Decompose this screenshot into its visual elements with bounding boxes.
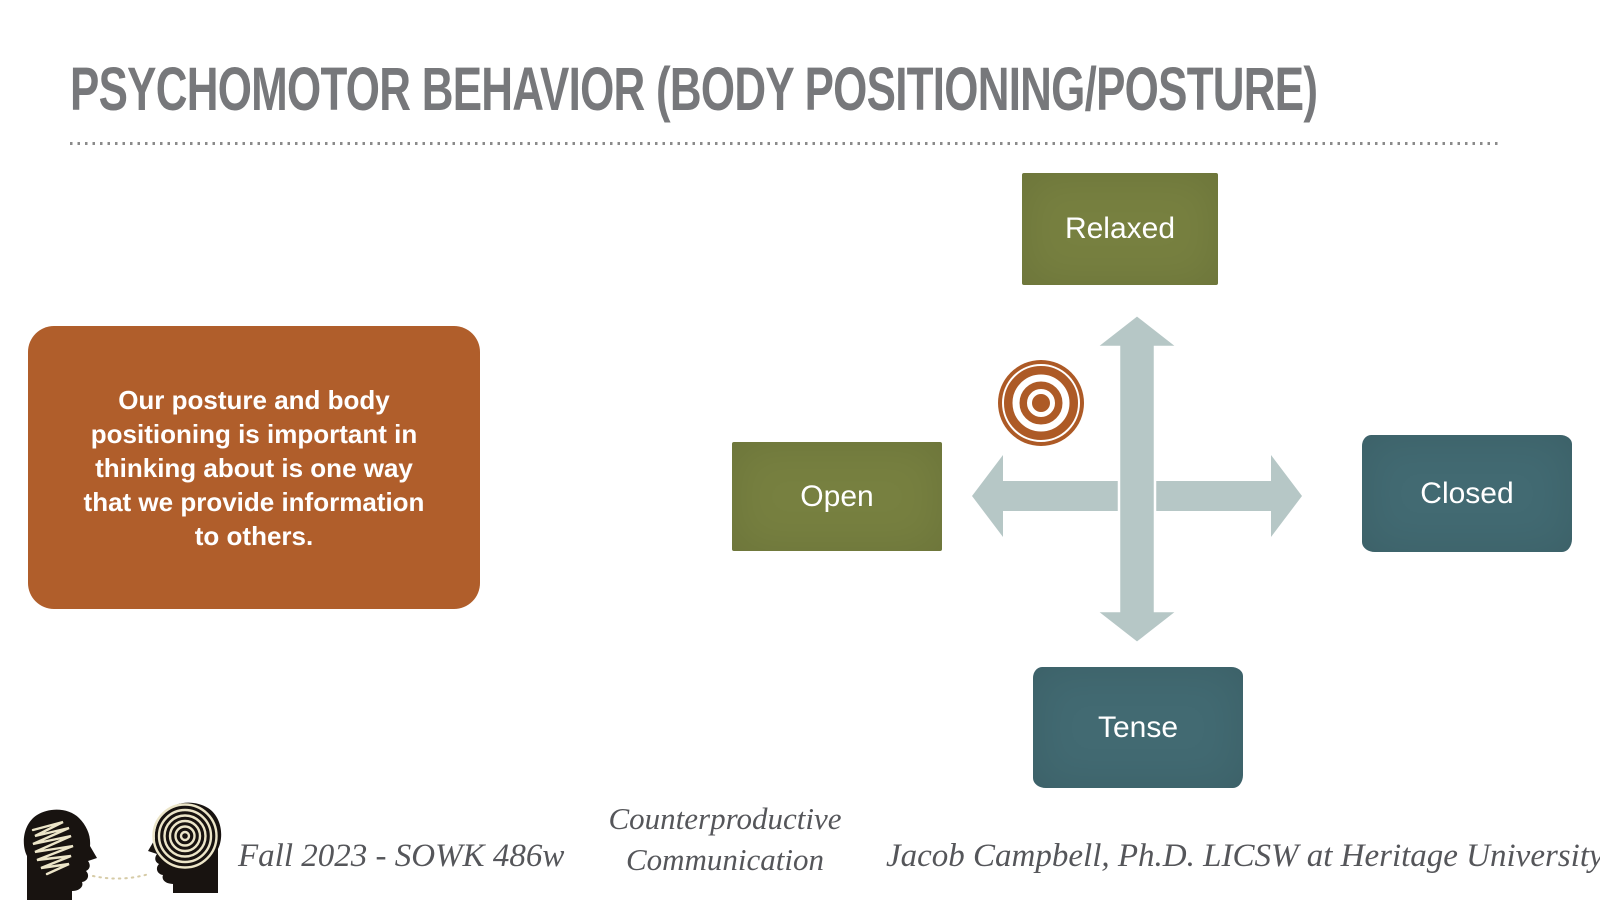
slide-title: PSYCHOMOTOR BEHAVIOR (BODY POSITIONING/P… <box>70 55 1318 123</box>
box-closed-label: Closed <box>1420 476 1514 510</box>
bullseye-icon <box>998 360 1084 446</box>
box-open-label: Open <box>800 479 874 513</box>
box-closed: Closed <box>1362 435 1572 552</box>
box-tense-label: Tense <box>1097 710 1179 744</box>
box-open: Open <box>732 442 942 551</box>
right-head <box>148 802 222 893</box>
spiral-thought <box>152 803 218 869</box>
footer-deck-title: Counterproductive Communication <box>596 798 854 880</box>
callout-box: Our posture and body positioning is impo… <box>28 326 480 609</box>
box-relaxed: Relaxed <box>1022 173 1218 285</box>
dialogue-heads-icon <box>23 802 222 900</box>
callout-text: Our posture and body positioning is impo… <box>83 384 425 551</box>
footer-deck-title-line1: Counterproductive <box>608 801 842 836</box>
box-tense: Tense <box>1033 667 1243 788</box>
move-arrows-icon <box>972 313 1302 645</box>
title-divider <box>70 142 1502 145</box>
scribble-thought <box>31 820 74 876</box>
footer-term: Fall 2023 - SOWK 486w <box>238 838 565 874</box>
box-relaxed-label: Relaxed <box>1064 212 1176 245</box>
footer-author: Jacob Campbell, Ph.D. LICSW at Heritage … <box>886 838 1600 874</box>
speech-dotted-line <box>92 873 150 880</box>
vertical-arrow <box>1092 313 1182 645</box>
left-head <box>23 809 97 900</box>
footer-deck-title-line2: Communication <box>625 842 825 877</box>
